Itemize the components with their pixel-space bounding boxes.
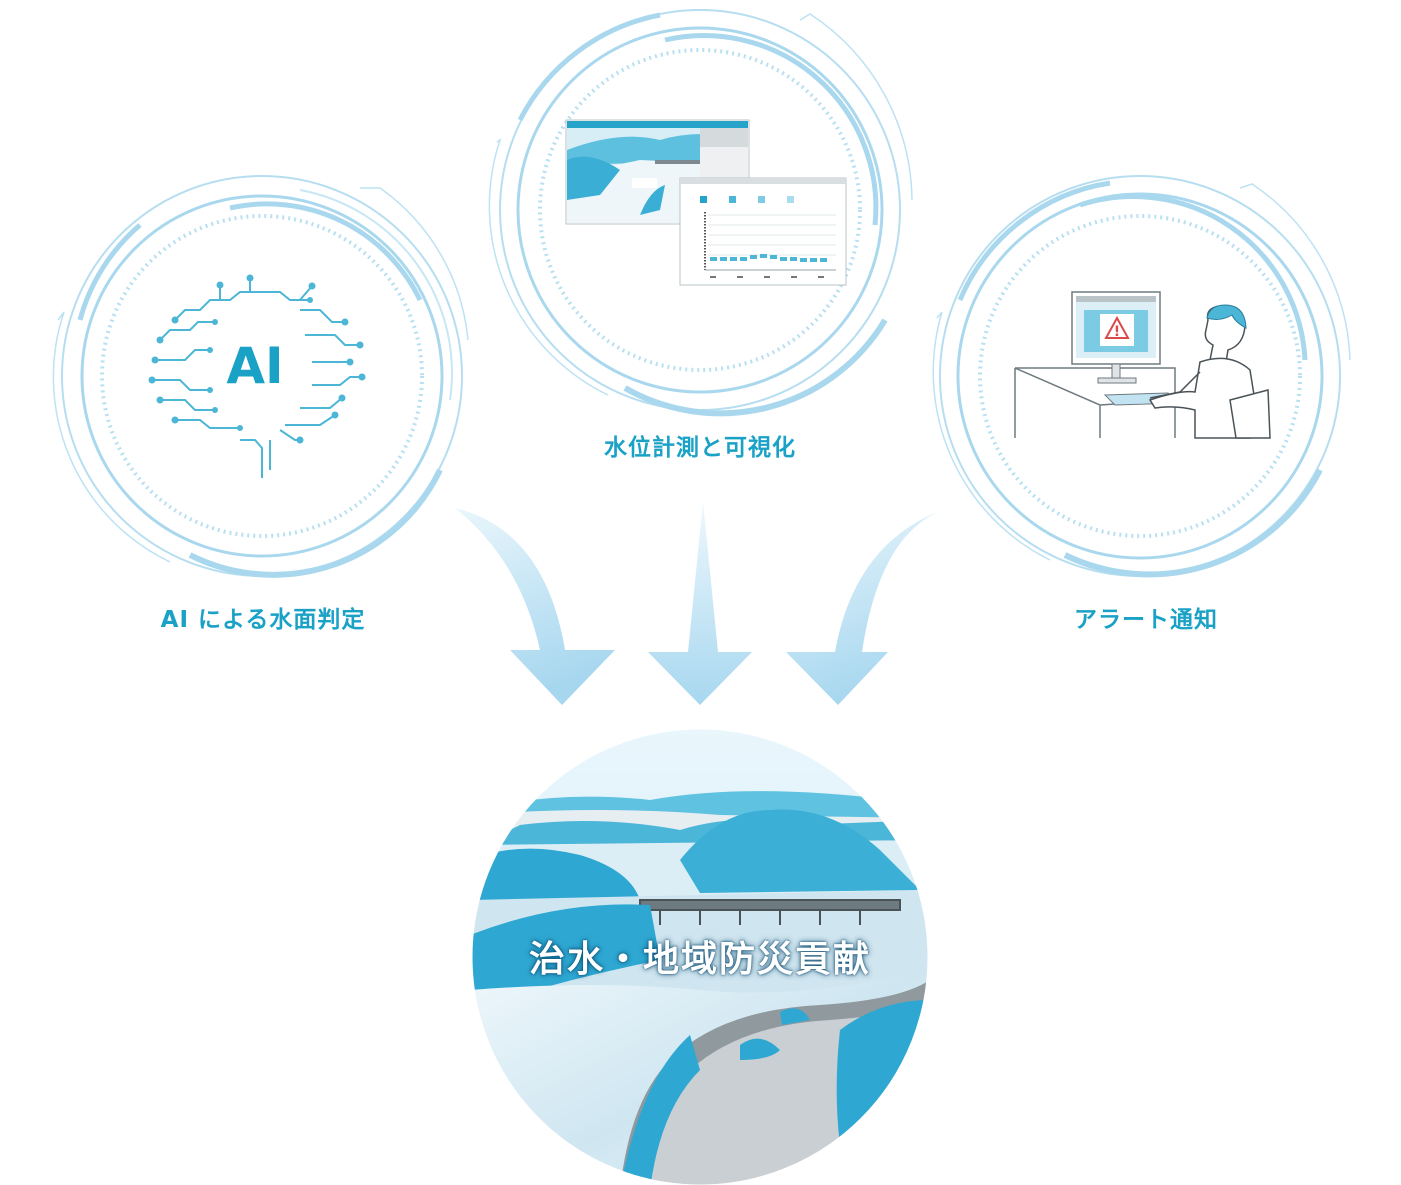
ai-brain-circuit-icon: AI (148, 274, 366, 478)
water-level-ring (488, 9, 913, 417)
water-level-label: 水位計測と可視化 (604, 435, 796, 461)
arrow-center (648, 502, 752, 705)
operator-alert-icon: ! (1014, 291, 1271, 439)
warning-triangle-icon (1104, 315, 1130, 339)
warning-symbol-text: ! (1114, 324, 1120, 340)
ai-ring (52, 175, 469, 578)
alert-label: アラート通知 (1074, 607, 1218, 633)
center-title: 治水・地域防災貢献 (528, 939, 872, 980)
ai-symbol-text: AI (226, 337, 283, 395)
flow-arrows (455, 502, 948, 705)
ai-label: AI による水面判定 (160, 607, 366, 633)
arrow-right (786, 508, 948, 705)
alert-ring (932, 175, 1351, 578)
monitoring-screens-icon (565, 119, 847, 286)
arrow-left (455, 508, 615, 705)
